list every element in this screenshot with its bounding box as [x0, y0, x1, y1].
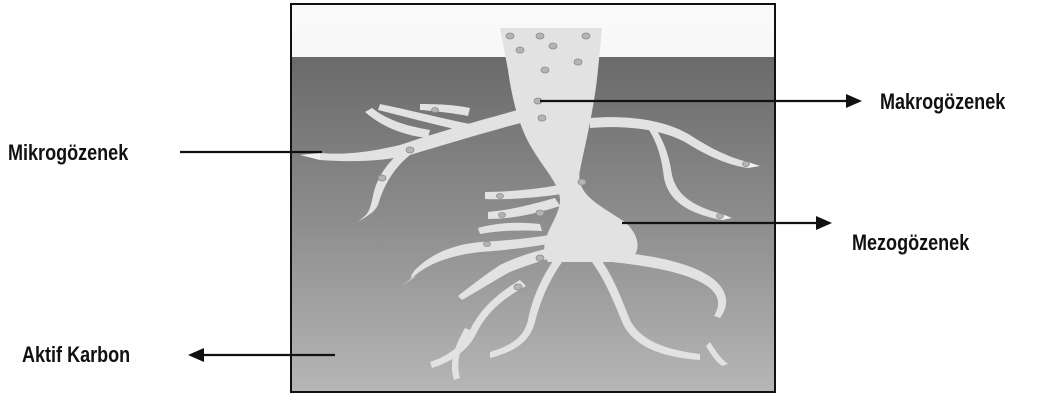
molecule-dot [582, 33, 590, 39]
molecule-dot [536, 255, 544, 261]
molecule-dot [536, 210, 544, 216]
molecule-dot [743, 162, 750, 167]
molecule-dot [378, 175, 386, 181]
label-micropores: Mikrogözenek [8, 141, 129, 165]
molecule-dot [578, 179, 586, 185]
molecule-dot [432, 108, 439, 113]
molecule-dot [536, 33, 544, 39]
molecule-dot [574, 59, 582, 65]
label-activated-carbon: Aktif Karbon [22, 343, 130, 367]
label-mesopores: Mezogözenek [852, 231, 970, 255]
molecule-dot [499, 213, 506, 218]
molecule-dot [514, 284, 522, 290]
molecule-dot [484, 242, 491, 247]
molecule-dot [516, 47, 524, 53]
molecule-dot [538, 115, 546, 121]
molecule-dot [549, 43, 557, 49]
molecule-dot [406, 147, 414, 153]
molecule-dot [541, 67, 549, 73]
molecule-dot [717, 214, 724, 219]
label-macropores: Makrogözenek [880, 90, 1006, 114]
molecule-dot [497, 194, 504, 199]
molecule-dot [506, 33, 514, 39]
